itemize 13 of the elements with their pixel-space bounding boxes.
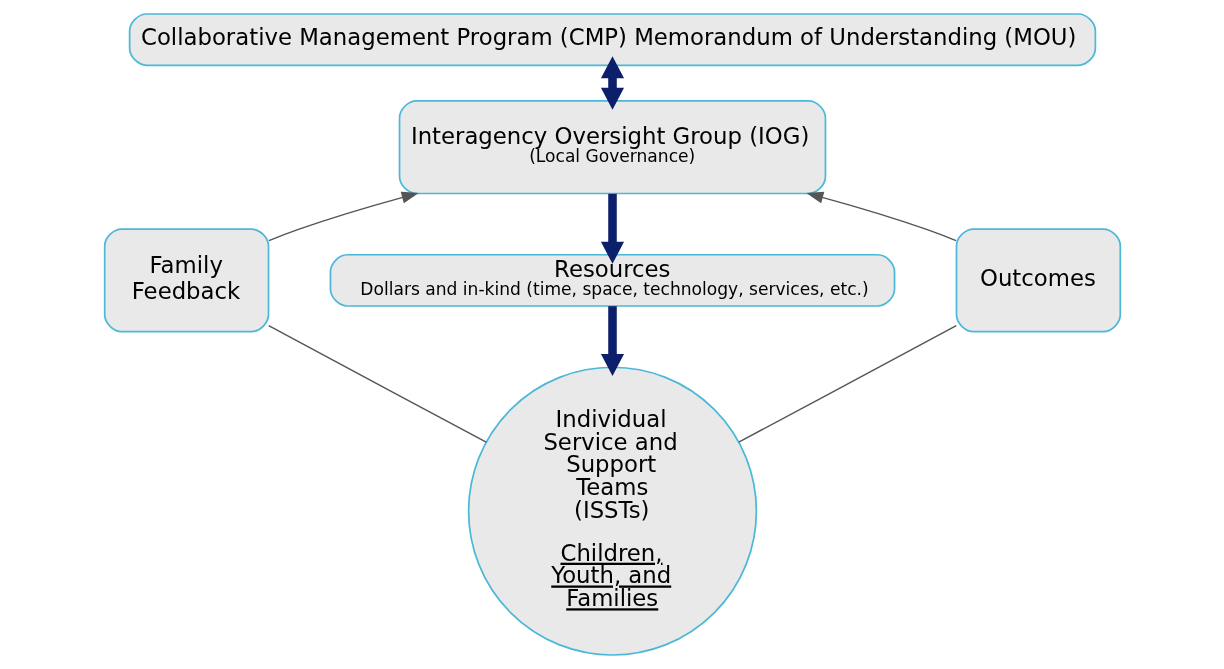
connector — [267, 325, 487, 443]
node-box: Family Feedback — [103, 228, 269, 333]
arrow — [267, 191, 419, 242]
node-circle: Individual Service and Support Teams (ISSTs) Children, Youth, and Families — [467, 366, 757, 656]
node-box: Interagency Oversight Group (IOG) (Local Governance) — [398, 100, 826, 195]
connector — [737, 325, 957, 443]
node-box: Collaborative Management Program (CMP) Memorandum of Understanding (MOU) — [128, 13, 1096, 67]
arrow — [805, 191, 957, 242]
node-box: Resources Dollars and in-kind (time, space, technology, services, etc.) — [329, 253, 895, 307]
arrow — [600, 306, 624, 377]
node-box: Outcomes — [955, 228, 1121, 333]
arrow — [600, 193, 624, 264]
arrow — [600, 56, 624, 110]
